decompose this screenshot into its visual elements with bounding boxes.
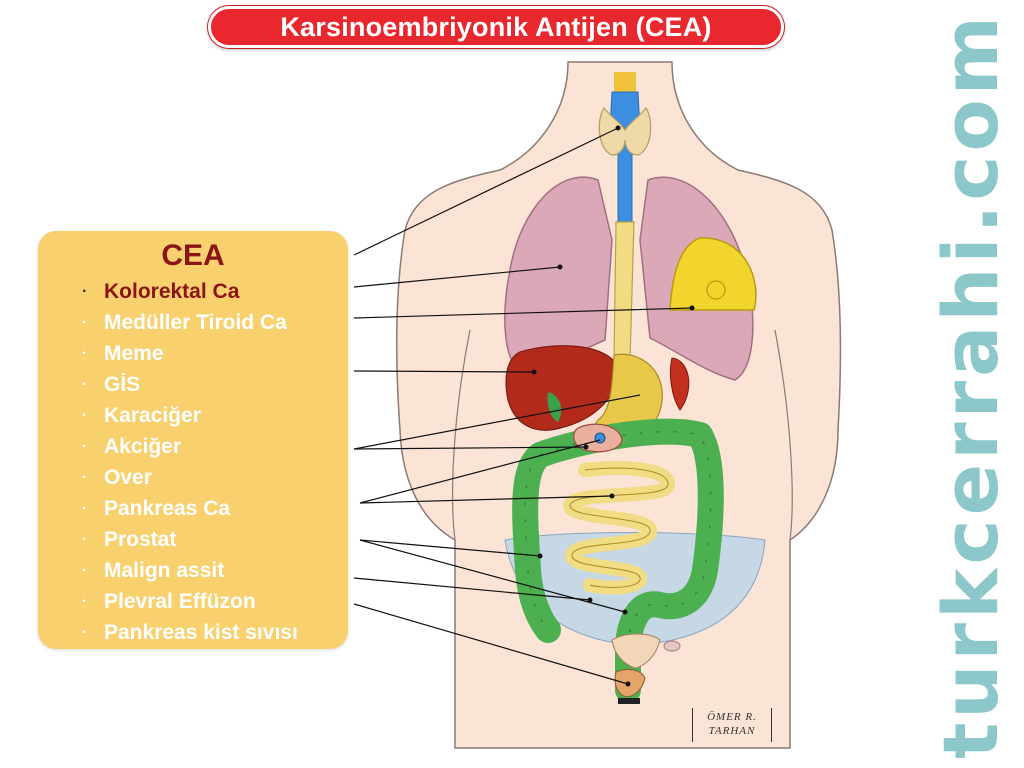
cea-heading: CEA [161,239,225,272]
watermark-text: turkcerrahi.com [925,11,1015,759]
bullet-icon: · [82,345,88,362]
cea-list-item-label: Over [104,466,152,489]
cea-list-item-label: Malign assit [104,559,225,582]
bullet-icon: · [82,376,88,393]
leader-lines [353,127,693,685]
spleen [669,357,690,411]
uterus [611,633,661,669]
cea-list-item-label: Akciğer [104,435,182,458]
cea-list-item: · Medüller Tiroid Ca [38,307,298,338]
bullet-icon: · [82,314,88,331]
cea-list: · Kolorektal Ca · Medüller Tiroid Ca · Meme · G… [38,276,298,648]
title-banner: Karsinoembriyonik Antijen (CEA) [208,6,784,48]
artist-signature: ÖMER R. TARHAN [692,708,772,742]
cea-list-item-label: Pankreas Ca [104,497,231,520]
ovary [663,640,681,652]
bullet-icon: · [82,438,88,455]
breast [669,237,757,311]
cea-list-item: · Karaciğer [38,400,298,431]
bullet-icon: · [82,562,88,579]
cea-list-item-label: Medüller Tiroid Ca [104,311,287,334]
bullet-icon: · [82,624,88,641]
bullet-icon: · [82,283,88,300]
cea-list-item: · Prostat [38,524,298,555]
larynx [614,72,636,92]
signature-line-1: ÖMER R. [707,711,757,723]
cea-list-item: · Pankreas Ca [38,493,298,524]
cea-list-item-label: GİS [104,373,141,396]
cea-list-item-label: Plevral Effüzon [104,590,256,613]
diagram-title: Karsinoembriyonik Antijen (CEA) [280,11,712,42]
cea-list-item: · Akciğer [38,431,298,462]
cea-list-item-label: Kolorektal Ca [104,280,240,303]
esophagus [613,221,635,361]
liver [505,345,619,431]
cea-list-item-label: Prostat [104,528,177,551]
cea-list-item-label: Pankreas kist sıvısı [104,621,298,644]
cea-list-item: · Over [38,462,298,493]
watermark: turkcerrahi.com [926,12,1015,759]
cea-panel: CEA [38,231,348,649]
leader-line-dots [531,125,695,687]
thyroid-gland [598,106,652,156]
bullet-icon: · [82,500,88,517]
bullet-icon: · [82,593,88,610]
signature-line-2: TARHAN [708,725,756,737]
cea-list-item-label: Meme [104,342,164,365]
cea-list-item-label: Karaciğer [104,404,201,427]
cea-list-item: · Meme [38,338,298,369]
cea-list-item: · Malign assit [38,555,298,586]
bullet-icon: · [82,531,88,548]
cea-list-item: · Pankreas kist sıvısı [38,617,298,648]
cea-list-item: · Plevral Effüzon [38,586,298,617]
bullet-icon: · [82,469,88,486]
bullet-icon: · [82,407,88,424]
cea-list-item: · GİS [38,369,298,400]
cea-list-item: · Kolorektal Ca [38,276,298,307]
